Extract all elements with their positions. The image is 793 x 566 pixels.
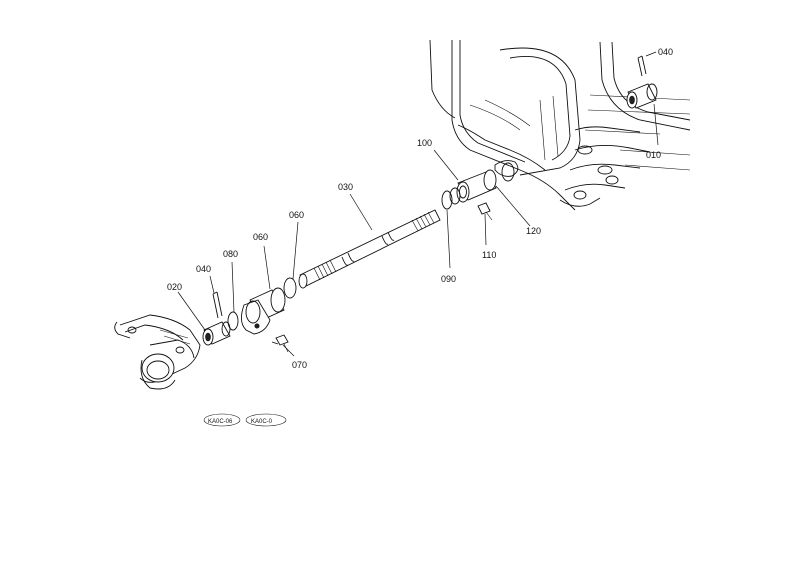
part-020-coupling bbox=[202, 321, 231, 346]
callout-020: 020 bbox=[167, 282, 182, 292]
callout-040-lower: 040 bbox=[196, 264, 211, 274]
part-040-pin-lower bbox=[212, 291, 223, 319]
part-060-o-ring bbox=[283, 277, 297, 299]
callout-110: 110 bbox=[482, 250, 496, 260]
callout-090: 090 bbox=[441, 274, 456, 284]
callout-030: 030 bbox=[338, 182, 353, 192]
transmission-housing bbox=[429, 39, 691, 211]
part-070-bolt bbox=[271, 334, 289, 353]
part-100-bearing-housing bbox=[449, 169, 497, 205]
part-040-pin-upper bbox=[637, 55, 647, 77]
leader-lines bbox=[177, 51, 659, 357]
callout-010: 010 bbox=[646, 150, 661, 160]
callout-120: 120 bbox=[526, 226, 541, 236]
callout-060-left: 060 bbox=[253, 232, 268, 242]
part-010-sleeve bbox=[626, 83, 658, 109]
callout-labels: 010 020 030 040 040 060 060 070 080 090 … bbox=[167, 47, 673, 370]
part-110-bolt bbox=[477, 202, 493, 221]
part-060-flange-housing bbox=[241, 287, 286, 335]
callout-070: 070 bbox=[292, 360, 307, 370]
callout-100: 100 bbox=[417, 138, 432, 148]
callout-060-right: 060 bbox=[289, 210, 304, 220]
callout-080: 080 bbox=[223, 249, 238, 259]
reference-stamp: KA0C-06 KA0C-0 bbox=[203, 413, 287, 427]
front-axle-bracket bbox=[114, 314, 201, 390]
part-090-o-ring bbox=[441, 190, 453, 210]
part-120-seal-ring bbox=[501, 162, 515, 182]
part-030-shaft bbox=[298, 209, 441, 289]
stamp-right-text: KA0C-0 bbox=[251, 419, 273, 425]
part-080-snap-ring bbox=[227, 311, 239, 331]
callout-040-upper: 040 bbox=[658, 47, 673, 57]
stamp-left-text: KA0C-06 bbox=[208, 419, 233, 425]
